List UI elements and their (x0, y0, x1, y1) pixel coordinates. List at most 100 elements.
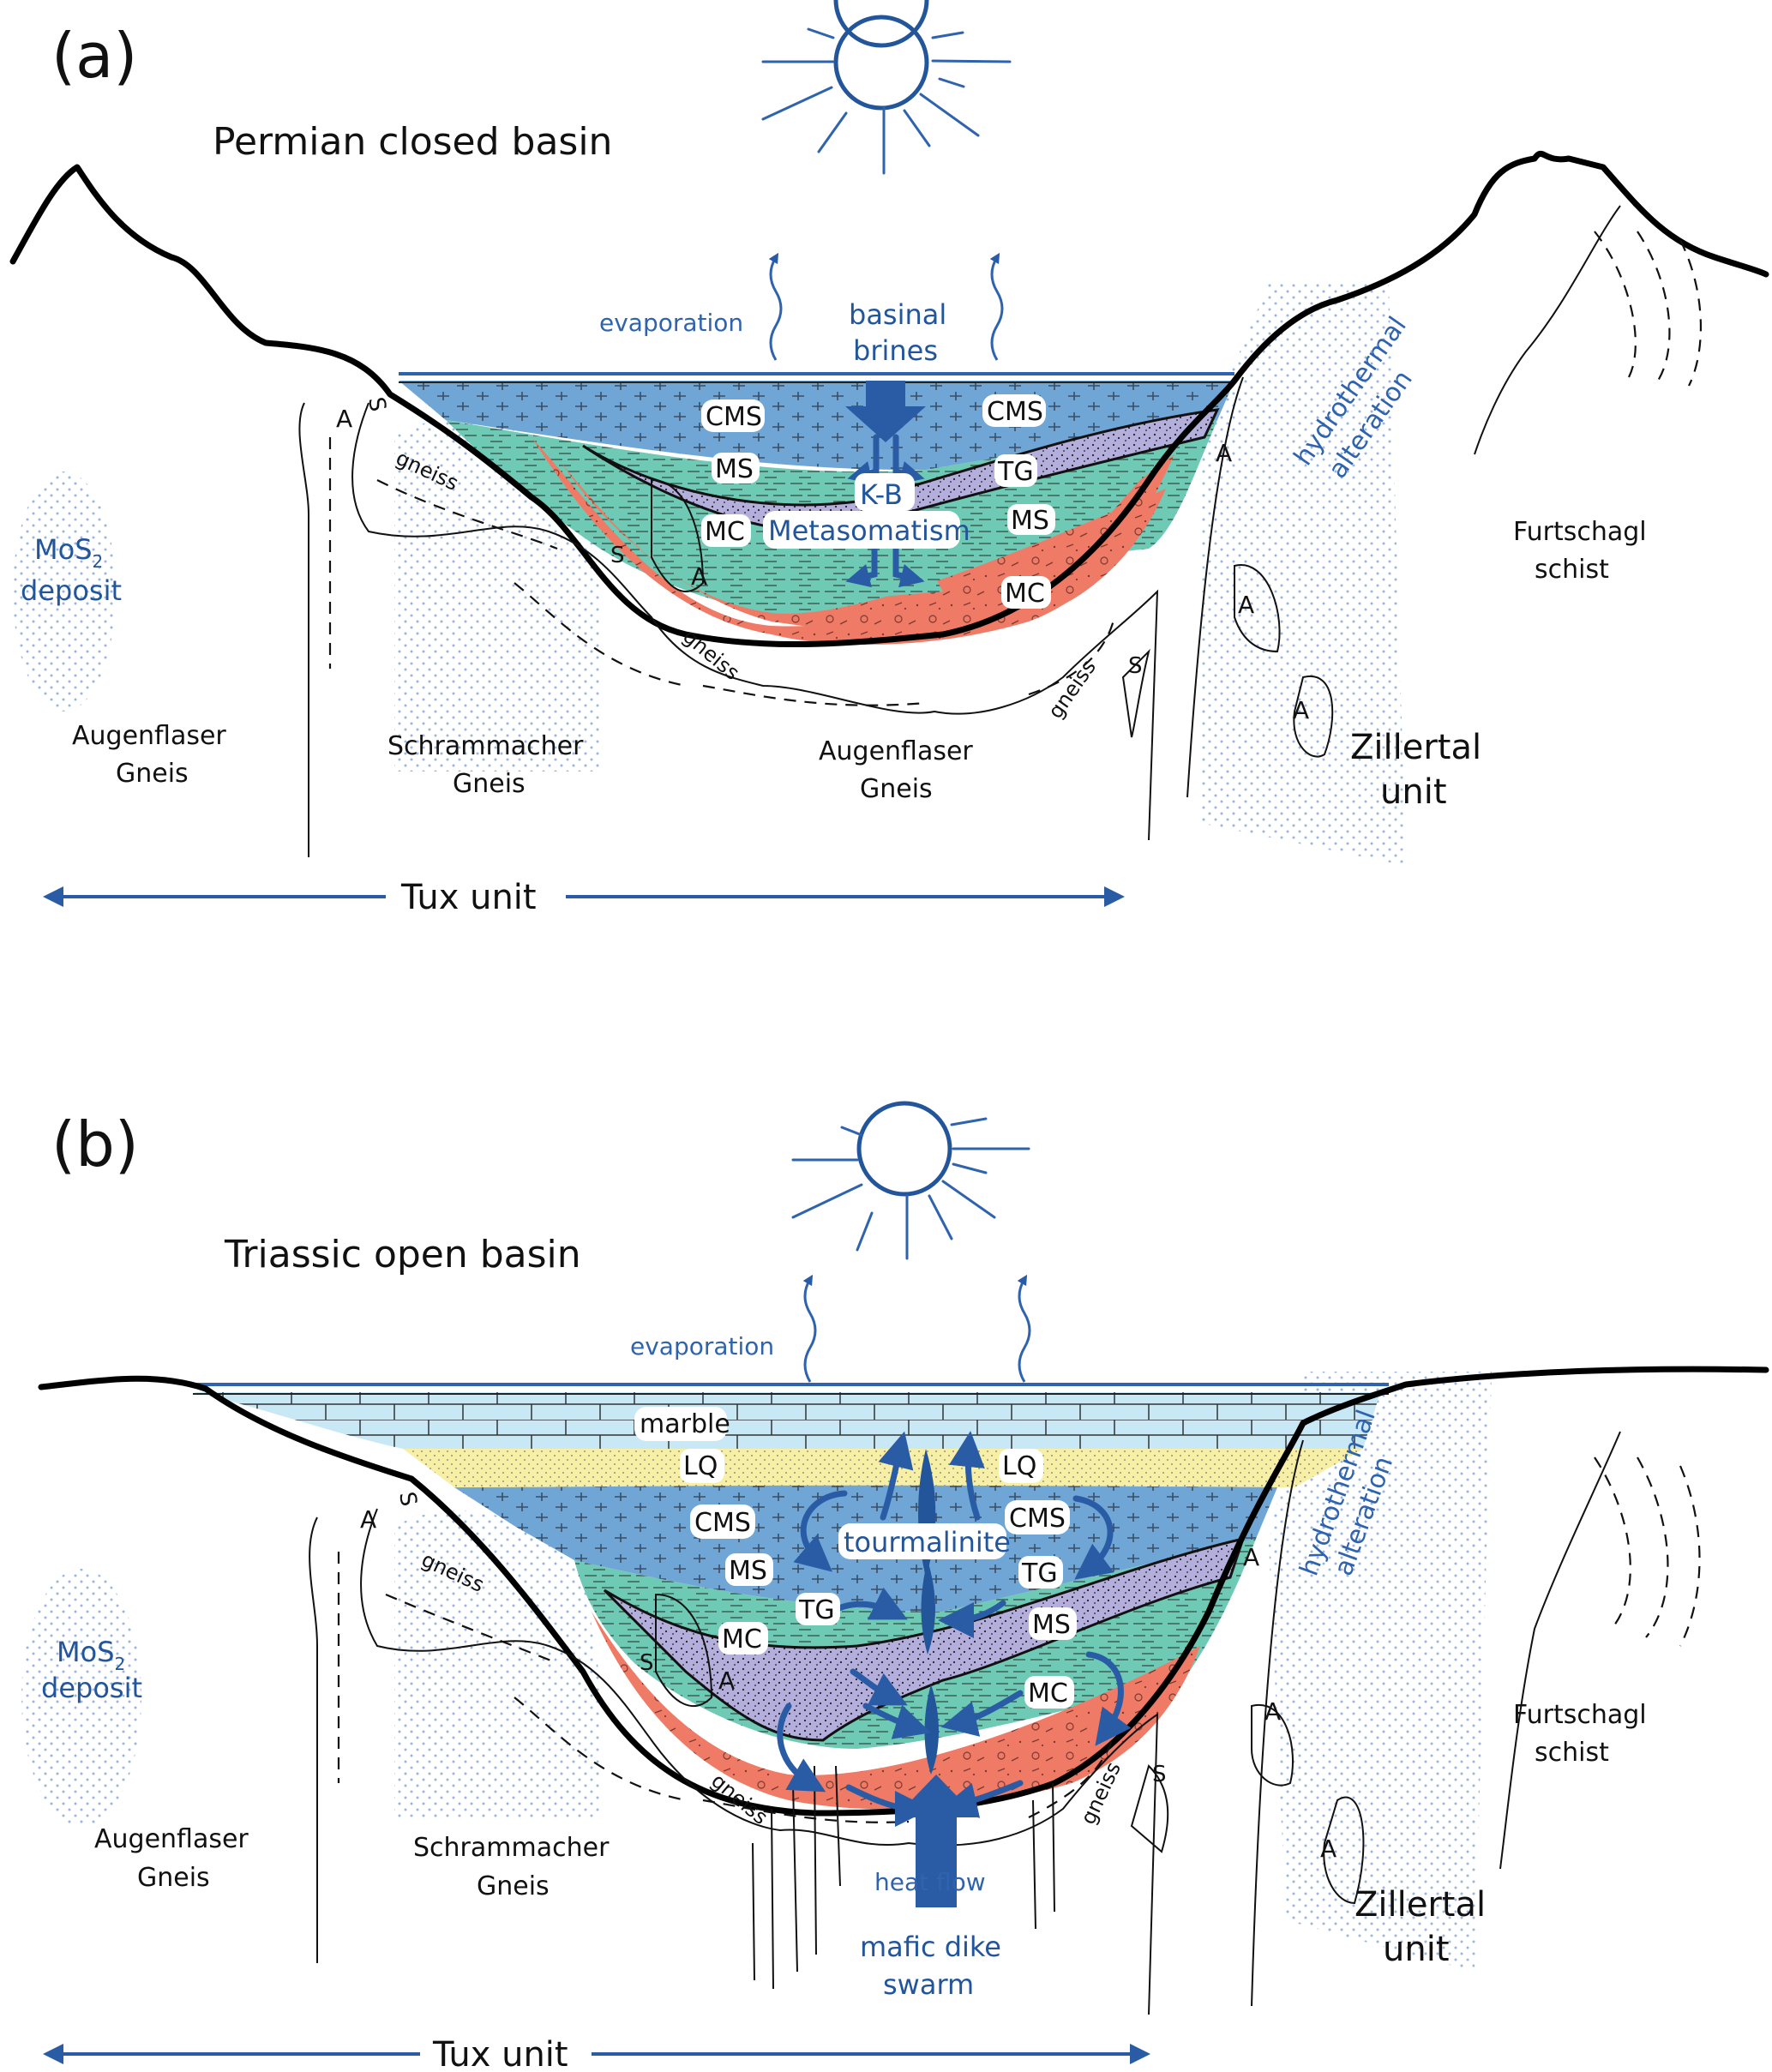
s-label: S (1128, 653, 1143, 679)
layer-label-cms: CMS (690, 1504, 755, 1539)
a-label: A (1238, 591, 1254, 619)
evaporation-arrow-icon (802, 1274, 817, 1383)
brine-down-arrow-icon (845, 381, 926, 442)
svg-text:deposit: deposit (41, 1672, 142, 1704)
heat-flow-label: heat flow (874, 1868, 986, 1896)
svg-text:Tux unit: Tux unit (432, 2035, 568, 2072)
svg-text:CMS: CMS (987, 397, 1043, 427)
furtschagl-label-1: Furtschagl (1513, 1700, 1647, 1730)
layer-label-cms: CMS (701, 399, 765, 432)
svg-text:TG: TG (798, 1595, 835, 1625)
furtschagl-label-2: schist (1535, 555, 1609, 585)
evaporation-label: evaporation (599, 309, 743, 337)
panel-a: (a) Permian closed basin (9, 0, 1769, 917)
gneiss-label: gneiss (1043, 655, 1101, 723)
svg-text:LQ: LQ (683, 1451, 718, 1481)
layer-label-ms: MS (1007, 504, 1055, 536)
furtschagl-label-2: schist (1535, 1738, 1609, 1768)
evaporation-arrow-icon (989, 252, 1004, 361)
schrammacher-label-1: Schrammacher (387, 731, 584, 761)
a-label: A (360, 1505, 376, 1534)
panel-b-title: Triassic open basin (224, 1233, 581, 1276)
svg-text:MoS2: MoS2 (34, 533, 103, 572)
svg-text:MS: MS (729, 1556, 767, 1586)
layer-label-ms: MS (1029, 1607, 1077, 1640)
fluid-circulation-arrows (777, 1431, 1132, 1827)
svg-text:MoS2: MoS2 (57, 1636, 125, 1674)
sun-icon (761, 0, 1012, 175)
svg-text:TG: TG (1021, 1559, 1058, 1589)
schrammacher-label-2: Gneis (477, 1871, 550, 1901)
svg-text:CMS: CMS (1009, 1504, 1066, 1534)
zillertal-label-1: Zillertal (1350, 728, 1481, 767)
zillertal-label-2: unit (1383, 1930, 1450, 1969)
furtschagl-label-1: Furtschagl (1513, 517, 1647, 547)
augenflaser-label-1: Augenflaser (72, 721, 226, 751)
augenflaser-label-1: Augenflaser (94, 1824, 249, 1854)
svg-text:MC: MC (1028, 1679, 1068, 1709)
augenflaser-label-2: Gneis (137, 1863, 210, 1893)
layer-label-mc: MC (701, 514, 751, 547)
svg-text:marble: marble (640, 1409, 730, 1439)
mafic-dike-swarm-icon (752, 1765, 1055, 1990)
svg-text:MS: MS (1011, 506, 1049, 536)
panel-b-letter: (b) (51, 1108, 139, 1180)
schrammacher-label-2: Gneis (453, 769, 526, 799)
svg-text:tourmalinite: tourmalinite (844, 1526, 1011, 1559)
svg-text:Tux unit: Tux unit (400, 878, 537, 917)
layer-label-ms: MS (725, 1553, 773, 1586)
s-label: S (1152, 1762, 1167, 1787)
zillertal-label-2: unit (1380, 772, 1447, 812)
layer-label-cms: CMS (1005, 1500, 1070, 1534)
svg-text:TG: TG (997, 457, 1034, 487)
augenflaser-label-2: Gneis (116, 759, 189, 789)
svg-text:deposit: deposit (21, 574, 122, 607)
svg-text:LQ: LQ (1002, 1451, 1036, 1481)
tourmalinite-label: tourmalinite (838, 1523, 1011, 1559)
svg-text:Metasomatism: Metasomatism (768, 514, 970, 547)
svg-text:MS: MS (715, 454, 754, 484)
evaporation-arrow-icon (1017, 1274, 1031, 1383)
panel-b: (b) Triassic open basin (21, 1101, 1769, 2072)
mafic-dike-label-1: mafic dike (860, 1931, 1001, 1963)
layer-label-mc: MC (1024, 1676, 1074, 1709)
mos2-deposit-label: MoS2 deposit (21, 533, 122, 607)
a-label: A (336, 405, 352, 433)
svg-text:MS: MS (1032, 1610, 1071, 1640)
svg-text:CMS: CMS (694, 1508, 751, 1538)
layer-label-tg: TG (1018, 1556, 1063, 1589)
metasomatism-label: K-B Metasomatism (763, 473, 970, 549)
a-label: A (718, 1667, 735, 1695)
brines-label-1: basinal (849, 298, 946, 331)
layer-label-lq: LQ (680, 1449, 724, 1483)
evaporation-label: evaporation (630, 1332, 774, 1360)
s-label: S (640, 1650, 654, 1676)
a-label: A (1243, 1543, 1259, 1571)
mafic-dike-label-2: swarm (883, 1968, 974, 2001)
panel-a-title: Permian closed basin (213, 120, 612, 164)
layer-label-mc: MC (718, 1622, 768, 1655)
a-label: A (1293, 696, 1309, 724)
gneiss-label: gneiss (678, 624, 744, 685)
svg-text:MC: MC (1005, 579, 1045, 609)
layer-label-ms: MS (712, 453, 760, 484)
layer-label-lq: LQ (999, 1449, 1043, 1483)
svg-text:K-B: K-B (860, 478, 903, 511)
svg-text:MC: MC (722, 1625, 762, 1655)
zillertal-label-1: Zillertal (1355, 1885, 1486, 1925)
tux-unit-extent-arrow: Tux unit (43, 2035, 1150, 2072)
schrammacher-label-1: Schrammacher (413, 1833, 610, 1863)
a-label: A (1216, 439, 1232, 467)
layer-label-marble: marble (634, 1407, 730, 1441)
layer-label-mc: MC (1001, 576, 1051, 609)
augenflaser-center-label-1: Augenflaser (819, 736, 973, 766)
augenflaser-center-label-2: Gneis (860, 774, 933, 804)
heat-flow-arrow-icon (895, 1775, 977, 1907)
tux-unit-extent-arrow: Tux unit (43, 878, 1125, 917)
tourmalinite-lens-icon (921, 1560, 935, 1655)
s-label: S (363, 395, 390, 413)
svg-text:MC: MC (705, 517, 745, 547)
layer-label-cms: CMS (982, 394, 1046, 427)
layer-label-tg: TG (994, 454, 1037, 487)
mos2-deposit-label: MoS2 deposit (41, 1636, 142, 1704)
